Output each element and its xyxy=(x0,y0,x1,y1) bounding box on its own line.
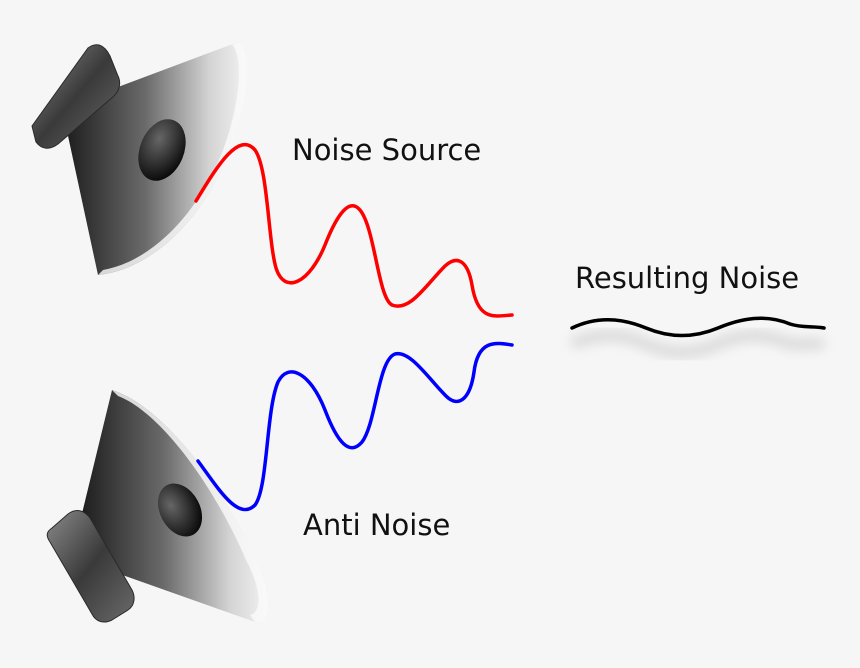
resulting-noise-label: Resulting Noise xyxy=(575,261,800,295)
resulting-noise-wave xyxy=(570,316,826,338)
anti-noise-label: Anti Noise xyxy=(303,508,451,542)
anti-noise-wave xyxy=(196,341,514,512)
result-wave-shadow xyxy=(569,330,824,358)
noise-source-wave xyxy=(194,142,514,318)
bottom-speaker-icon xyxy=(46,390,269,623)
top-speaker-icon xyxy=(31,42,247,275)
noise-source-label: Noise Source xyxy=(292,133,482,167)
